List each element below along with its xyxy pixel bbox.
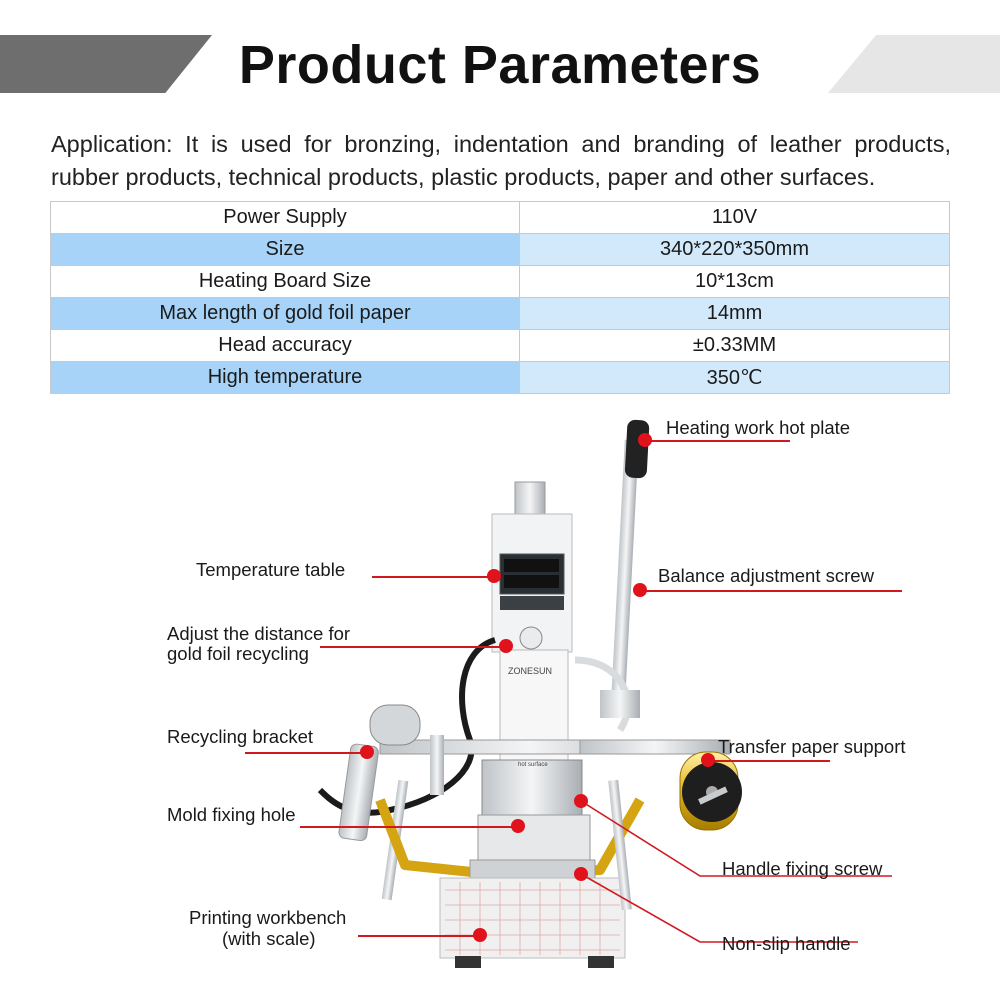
adjust-knob — [519, 626, 543, 650]
callout-temperature-table: Temperature table — [196, 559, 346, 580]
callout-dot — [499, 639, 513, 653]
callout-dot — [360, 745, 374, 759]
table-row: Max length of gold foil paper 14mm — [50, 297, 950, 330]
callout-non-slip: Non-slip handle — [722, 933, 851, 954]
callout-recycling-bracket: Recycling bracket — [167, 726, 314, 747]
param-value: 350℃ — [519, 361, 950, 394]
callout-line — [320, 646, 506, 648]
table-row: Head accuracy ±0.33MM — [50, 329, 950, 362]
callout-line — [358, 935, 480, 937]
param-value: 10*13cm — [519, 265, 950, 298]
hot-plate — [481, 759, 583, 819]
callout-dot — [633, 583, 647, 597]
callout-heating-plate: Heating work hot plate — [666, 417, 851, 438]
param-value: 110V — [519, 201, 950, 234]
callout-line — [708, 760, 830, 762]
param-value: 340*220*350mm — [519, 233, 950, 266]
callout-dot — [638, 433, 652, 447]
callout-dot — [574, 867, 588, 881]
param-name: Size — [50, 233, 520, 266]
application-text: Application: It is used for bronzing, in… — [51, 131, 951, 190]
callout-workbench: Printing workbench — [189, 907, 347, 928]
callout-line — [245, 752, 367, 754]
callout-adjust-distance-2: gold foil recycling — [167, 643, 309, 664]
table-row: Heating Board Size 10*13cm — [50, 265, 950, 298]
table-row: Size 340*220*350mm — [50, 233, 950, 266]
param-name: Head accuracy — [50, 329, 520, 362]
callout-transfer-support: Transfer paper support — [718, 736, 906, 757]
callout-dot — [473, 928, 487, 942]
callout-line — [372, 576, 496, 578]
param-name: Heating Board Size — [50, 265, 520, 298]
callout-adjust-distance: Adjust the distance for — [167, 623, 351, 644]
top-cylinder — [514, 481, 546, 519]
callout-line — [300, 826, 518, 828]
callout-dot — [487, 569, 501, 583]
machine-brand: ZONESUN — [508, 666, 553, 676]
warning-label: hot surface — [518, 762, 548, 768]
param-name: Power Supply — [50, 201, 520, 234]
callout-handle-screw: Handle fixing screw — [722, 858, 883, 879]
param-value: ±0.33MM — [519, 329, 950, 362]
callout-workbench-2: (with scale) — [222, 928, 316, 949]
callout-dot — [574, 794, 588, 808]
param-name: Max length of gold foil paper — [50, 297, 520, 330]
lever-knob — [624, 419, 650, 479]
table-row: High temperature 350℃ — [50, 361, 950, 394]
page-title: Product Parameters — [238, 35, 762, 95]
param-value: 14mm — [519, 297, 950, 330]
table-row: Power Supply 110V — [50, 201, 950, 234]
machine-illustration — [317, 419, 742, 968]
callout-line — [640, 590, 902, 592]
parameters-table: Power Supply 110V Size 340*220*350mm Hea… — [50, 201, 950, 394]
callout-balance-screw: Balance adjustment screw — [658, 565, 874, 586]
callout-mold-hole: Mold fixing hole — [167, 804, 296, 825]
left-roller — [369, 704, 421, 746]
callout-dot — [701, 753, 715, 767]
callout-line — [645, 440, 790, 442]
lever-rod — [610, 439, 639, 706]
param-name: High temperature — [50, 361, 520, 394]
callout-dot — [511, 819, 525, 833]
